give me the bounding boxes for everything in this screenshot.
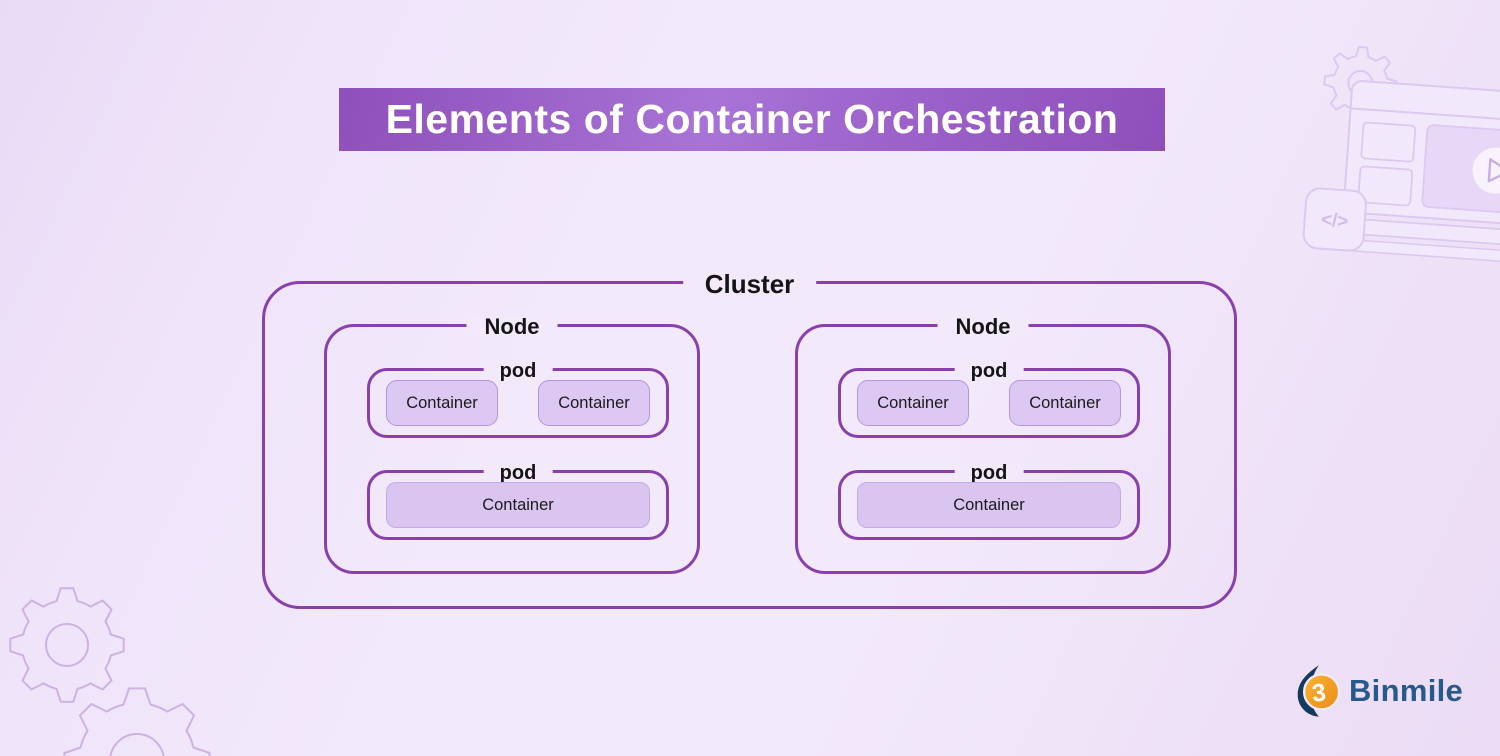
code-glyph: </> (1320, 210, 1349, 233)
container-box: Container (386, 482, 650, 528)
logo-b-glyph: 3 (1311, 679, 1328, 707)
code-box-icon: </> (1302, 187, 1367, 252)
cluster-label: Cluster (682, 271, 817, 297)
node-box-2: Node pod Container Container pod Contain… (795, 316, 1171, 574)
gear-hole (109, 733, 165, 756)
node-label: Node (937, 316, 1029, 338)
thumbnail-placeholder (1357, 165, 1414, 207)
binmile-logo-icon: 3 (1297, 665, 1340, 717)
container-box: Container (1009, 380, 1121, 426)
pod-box: pod Container (367, 463, 669, 540)
logo-orange-ball (1302, 673, 1340, 711)
container-box: Container (857, 380, 969, 426)
thumbnail-placeholder (1360, 121, 1417, 163)
pod-box: pod Container Container (367, 361, 669, 438)
pod-label: pod (954, 361, 1024, 381)
pod-box: pod Container Container (838, 361, 1140, 438)
brand-name: Binmile (1349, 673, 1464, 708)
gear-outline (1323, 45, 1398, 120)
gear-hole (45, 623, 89, 667)
container-box: Container (538, 380, 650, 426)
video-area (1421, 124, 1500, 219)
video-window-icon (1331, 80, 1500, 269)
gear-icon (63, 687, 211, 756)
pod-label: pod (483, 361, 553, 381)
pod-box: pod Container (838, 463, 1140, 540)
node-box-1: Node pod Container Container pod Contain… (324, 316, 700, 574)
gear-hole (1347, 69, 1374, 96)
container-box: Container (386, 380, 498, 426)
window-tray-bar (1331, 216, 1500, 252)
gears-illustration (9, 587, 211, 756)
pod-label: pod (954, 463, 1024, 483)
cluster-box: Cluster Node pod Container Container pod… (262, 271, 1237, 609)
node-label: Node (466, 316, 558, 338)
brand-logo: 3 Binmile (1294, 663, 1463, 719)
gear-outline (9, 587, 125, 703)
title-banner: Elements of Container Orchestration (339, 88, 1165, 151)
gear-icon (1323, 45, 1398, 120)
play-icon (1487, 158, 1500, 183)
container-box: Container (857, 482, 1121, 528)
gear-icon (9, 587, 125, 703)
gear-outline (63, 687, 211, 756)
pod-label: pod (483, 463, 553, 483)
window-tray-bar (1342, 238, 1500, 269)
play-button-circle (1472, 147, 1500, 194)
browser-window-illustration: </> (1302, 45, 1500, 269)
page-title: Elements of Container Orchestration (385, 96, 1119, 142)
